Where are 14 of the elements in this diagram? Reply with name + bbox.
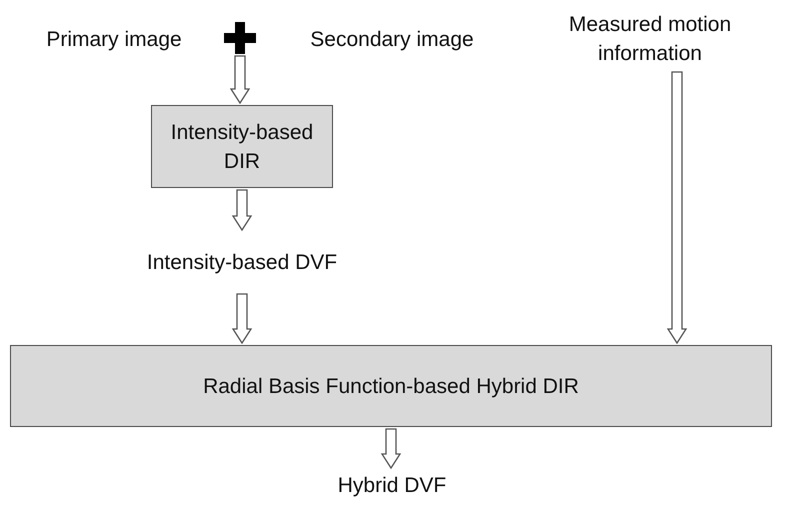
block-arrow — [230, 55, 250, 104]
label-text: Intensity-based DIR — [170, 120, 314, 174]
label-text: Radial Basis Function-based Hybrid DIR — [203, 374, 579, 400]
block-arrow — [232, 189, 252, 232]
label-text: Primary image — [46, 26, 182, 52]
label-text: Intensity-based DVF — [146, 250, 338, 276]
block-arrow — [380, 428, 402, 470]
process-box — [151, 105, 333, 188]
process-box — [10, 345, 772, 427]
label-text: Measured motion information — [568, 12, 732, 67]
label-text: Secondary image — [310, 26, 474, 52]
label-text: Hybrid DVF — [338, 472, 446, 498]
block-arrow — [666, 71, 688, 344]
block-arrow — [232, 293, 252, 344]
